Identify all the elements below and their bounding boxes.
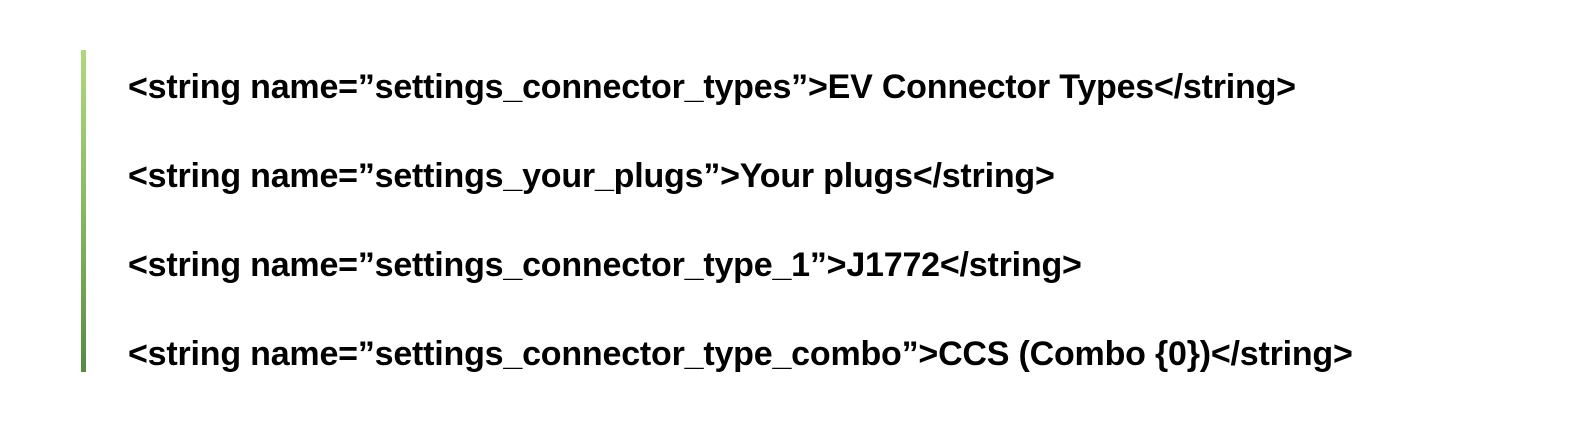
code-line: <string name=”settings_connector_type_co… bbox=[128, 335, 1353, 373]
xml-string-resources-block: <string name=”settings_connector_types”>… bbox=[128, 43, 1528, 399]
left-accent-bar bbox=[81, 50, 86, 372]
code-line: <string name=”settings_your_plugs”>Your … bbox=[128, 157, 1055, 195]
code-line: <string name=”settings_connector_type_1”… bbox=[128, 246, 1082, 284]
code-line: <string name=”settings_connector_types”>… bbox=[128, 68, 1296, 106]
